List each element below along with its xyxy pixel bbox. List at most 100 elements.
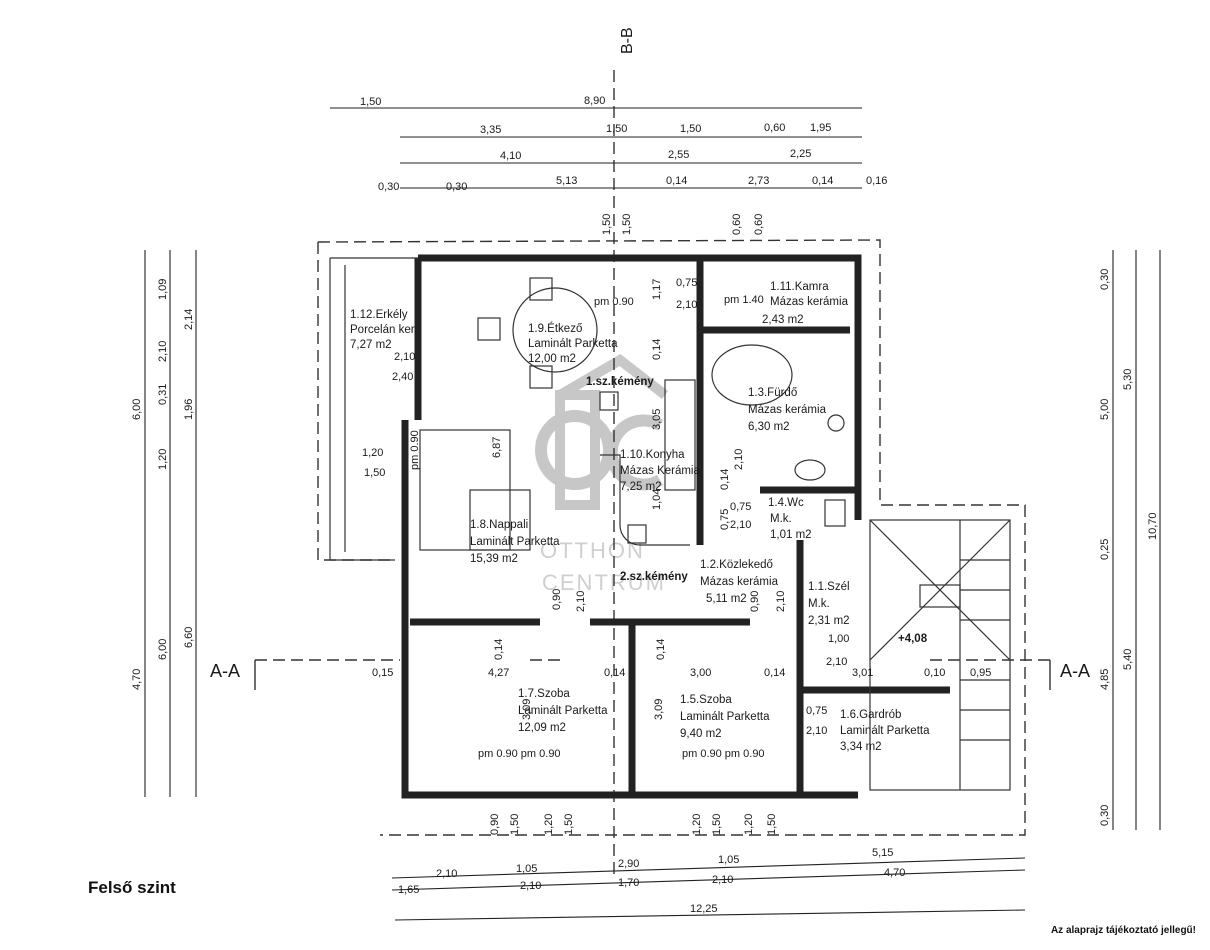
dim-top-r4-5: 0,14 — [812, 175, 833, 187]
room-kozlekedo-line-1: 1.2.Közlekedő — [700, 559, 773, 571]
dim-inner-b-1: 2,40 — [392, 371, 413, 383]
dim-inner-b-2: 1,20 — [362, 447, 383, 459]
dim-inner-c-0: 0,90 — [749, 591, 761, 612]
dim-inner-b-3: 1,50 — [364, 467, 385, 479]
dim-top-r3-1: 2,55 — [668, 149, 689, 161]
room-wc-line-2: M.k. — [770, 513, 792, 525]
dim-inner-a-4: 3,05 — [651, 409, 663, 430]
room-furdo: 1.3.Fürdő Mázas kerámia 6,30 m2 — [748, 387, 827, 433]
room-etkezo-line-1: 1.9.Étkező — [528, 322, 582, 335]
room-kozlekedo-line-3: 5,11 m2 — [706, 593, 747, 605]
dim-inner-c-1: 2,10 — [575, 591, 587, 612]
dim-inner-d-2: 0,14 — [604, 667, 625, 679]
dim-right-a-0: 0,30 — [1099, 269, 1111, 290]
dim-bottom-v-6: 1,20 — [743, 814, 755, 835]
room-furdo-line-2: Mázas kerámia — [748, 404, 827, 416]
dim-left-mid-1: 6,00 — [157, 639, 169, 660]
room-szoba15-line-3: 9,40 m2 — [680, 728, 722, 740]
dim-inner-d-10: 2,10 — [806, 725, 827, 737]
dim-left-inner-5: 6,60 — [183, 627, 195, 648]
dim-bottom-r2-4: 4,70 — [884, 867, 905, 879]
dim-bottom-r2-2: 1,70 — [618, 877, 639, 889]
dim-right-b-0: 5,30 — [1122, 369, 1134, 390]
dim-right-a-2: 0,25 — [1099, 539, 1111, 560]
disclaimer-text: Az alaprajz tájékoztató jellegű! — [1050, 925, 1196, 936]
room-szoba17: 1.7.Szoba Laminált Parketta 12,09 m2 — [518, 688, 608, 734]
room-kozlekedo: 1.2.Közlekedő Mázas kerámia 5,11 m2 — [700, 559, 779, 605]
dim-bottom-v-2: 1,20 — [543, 814, 555, 835]
room-etkezo-line-3: 12,00 m2 — [528, 353, 576, 365]
dim-inner-c-7: 0,95 — [970, 667, 991, 679]
room-nappali-line-3: 15,39 m2 — [470, 553, 518, 565]
dim-left-inner-3: 1,96 — [183, 399, 195, 420]
dims-inner: 0,75 2,10 1,17 0,14 3,05 2,10 0,14 0,75 … — [362, 277, 991, 737]
room-kamra-line-2: Mázas kerámia — [770, 296, 849, 308]
dim-bottom-r1-0: 2,10 — [436, 868, 457, 880]
room-szoba15: 1.5.Szoba Laminált Parketta 9,40 m2 — [680, 694, 770, 740]
dim-inner-d-6: 0,14 — [655, 639, 667, 660]
room-furdo-line-1: 1.3.Fürdő — [748, 387, 797, 399]
room-erkely-line-1: 1.12.Erkély — [350, 309, 408, 321]
floor-label: Felső szint — [88, 878, 176, 897]
room-kamra-line-3: 2,43 m2 — [762, 314, 804, 326]
dim-bottom-r1-3: 1,05 — [718, 854, 739, 866]
dim-inner-a-8: 2,10 — [730, 519, 751, 531]
room-szoba15-line-1: 1.5.Szoba — [680, 694, 732, 706]
dim-inner-c-2: 2,10 — [775, 591, 787, 612]
dim-right-b-1: 5,40 — [1122, 649, 1134, 670]
dim-inner-c-5: 3,01 — [852, 667, 873, 679]
room-labels: 1.12.Erkély Porcelán ker. 7,27 m2 1.9.Ét… — [350, 281, 930, 753]
room-konyha-line-1: 1.10.Konyha — [620, 449, 685, 461]
dim-top-r3-2: 2,25 — [790, 148, 811, 160]
room-szel-line-2: M.k. — [808, 598, 830, 610]
dim-top-r4-6: 0,16 — [866, 175, 887, 187]
pm-label-b: pm 1.40 — [724, 294, 764, 306]
dim-top-vert-0: 1,50 — [601, 214, 613, 235]
furniture — [419, 277, 961, 608]
dim-top-r4-1: 0,30 — [446, 181, 467, 193]
dim-inner-b-4: 0,90 — [551, 589, 563, 610]
room-erkely: 1.12.Erkély Porcelán ker. 7,27 m2 — [350, 309, 417, 351]
dim-inner-a-7: 0,75 — [730, 501, 751, 513]
dim-inner-a-6: 0,14 — [719, 469, 731, 490]
dim-top-vert-2: 0,60 — [731, 214, 743, 235]
section-aa-right: A-A — [1060, 661, 1090, 681]
dim-left-outer-0: 6,00 — [131, 399, 143, 420]
dim-top-r4-3: 0,14 — [666, 175, 687, 187]
room-wc-line-1: 1.4.Wc — [768, 497, 804, 509]
dims-right: 0,30 5,00 0,25 4,85 0,30 5,30 5,40 10,70 — [1099, 250, 1161, 830]
dim-right-a-3: 4,85 — [1099, 669, 1111, 690]
room-nappali-line-2: Laminált Parketta — [470, 536, 560, 548]
section-bb-top: B-B — [619, 27, 636, 54]
chimney-2-label: 2.sz.kémény — [620, 571, 688, 583]
room-furdo-line-3: 6,30 m2 — [748, 421, 790, 433]
dim-inner-a-3: 0,14 — [651, 339, 663, 360]
dim-bottom-r1-2: 2,90 — [618, 858, 639, 870]
dim-inner-d-3: 3,00 — [690, 667, 711, 679]
dim-bottom-v-7: 1,50 — [766, 814, 778, 835]
dim-top-r1-1: 8,90 — [584, 95, 605, 107]
dim-inner-b-5: 6,87 — [491, 437, 503, 458]
dim-bottom-v-1: 1,50 — [509, 814, 521, 835]
dim-inner-d-9: 0,75 — [806, 705, 827, 717]
dim-left-outer-1: 4,70 — [131, 669, 143, 690]
dim-bottom-r1-1: 1,05 — [516, 863, 537, 875]
room-szel-line-1: 1.1.Szél — [808, 581, 850, 593]
dim-top-vert-1: 1,50 — [621, 214, 633, 235]
room-gardrob: 1.6.Gardrób Laminált Parketta 3,34 m2 — [840, 709, 930, 753]
room-erkely-line-2: Porcelán ker. — [350, 324, 417, 336]
room-wc-line-3: 1,01 m2 — [770, 529, 812, 541]
watermark-text-2: CENTRUM — [542, 570, 666, 595]
dim-bottom-v-3: 1,50 — [563, 814, 575, 835]
dim-top-r4-2: 5,13 — [556, 175, 577, 187]
dim-inner-a-9: 1,04 — [651, 489, 663, 510]
dim-bottom-r2-1: 2,10 — [520, 880, 541, 892]
dim-bottom-r2-0: 1,65 — [398, 884, 419, 896]
room-konyha-line-3: 7,25 m2 — [620, 481, 662, 493]
dim-inner-d-7: 3,09 — [521, 699, 533, 720]
stairs — [869, 519, 1011, 791]
room-wc: 1.4.Wc M.k. 1,01 m2 — [768, 497, 812, 541]
walls — [329, 254, 950, 799]
dim-top-r2-0: 3,35 — [480, 124, 501, 136]
